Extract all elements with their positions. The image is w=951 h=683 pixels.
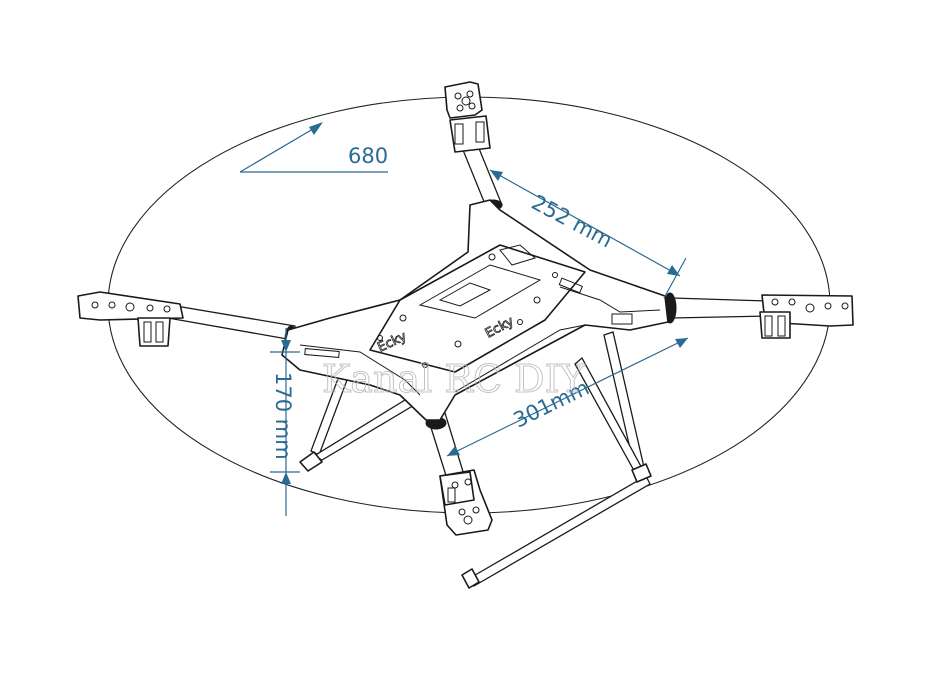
motor-mount-left	[77, 291, 184, 347]
dimension-height: 170 mm	[270, 328, 300, 516]
height-label: 170 mm	[271, 372, 295, 460]
motor-mount-front	[439, 469, 493, 536]
diameter-label: 680	[348, 144, 388, 168]
arm-left	[167, 304, 298, 355]
center-frame: Ecky Ecky	[281, 199, 669, 421]
motor-mount-top	[444, 81, 491, 153]
watermark-text: Kanal RC DIY	[322, 357, 586, 401]
arm-right	[663, 292, 769, 324]
motor-mount-right	[759, 294, 854, 339]
dimension-diameter: 680	[239, 122, 388, 173]
arm-front	[425, 412, 466, 483]
landing-gear	[299, 331, 652, 589]
